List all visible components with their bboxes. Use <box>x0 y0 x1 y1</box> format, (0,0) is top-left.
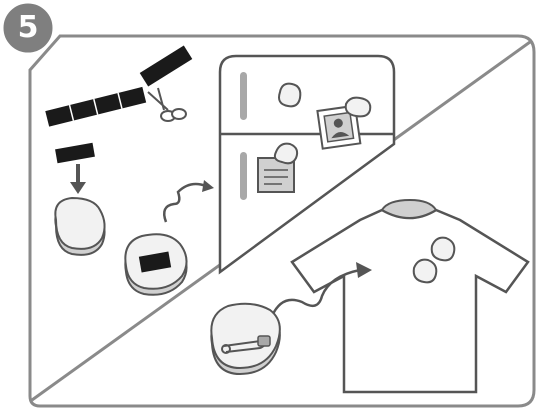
clay-pin-with-safety-pin <box>211 304 280 374</box>
clay-brooch <box>432 238 455 261</box>
clay-magnet <box>279 84 300 107</box>
clay-brooch <box>414 260 437 283</box>
freezer-handle <box>240 72 247 120</box>
clay-magnet <box>346 98 371 117</box>
clay-pin-with-magnet <box>125 234 186 295</box>
clay-pin-blank <box>55 198 104 255</box>
step-number: 5 <box>3 3 53 53</box>
fridge-handle <box>240 152 247 200</box>
clay-magnet <box>275 144 297 164</box>
